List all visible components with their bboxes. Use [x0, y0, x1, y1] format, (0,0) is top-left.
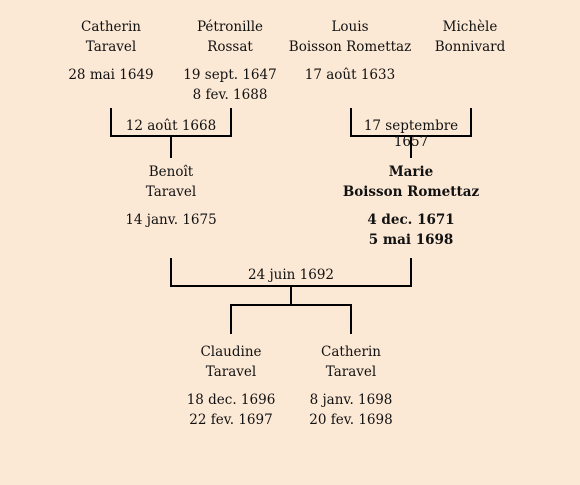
person-first-name: Pétronille: [196, 19, 264, 35]
person-dates: 4 dec. 1671 5 mai 1698: [331, 210, 491, 250]
person-louis-boisson-romettaz: Louis Boisson Romettaz 17 août 1633: [270, 17, 430, 85]
person-last-name: Rossat: [207, 39, 253, 55]
person-birth-date: 8 janv. 1698: [309, 392, 393, 408]
person-first-name: Catherin: [321, 344, 381, 360]
person-birth-date: 28 mai 1649: [68, 67, 154, 83]
person-marie-boisson-romettaz: Marie Boisson Romettaz 4 dec. 1671 5 mai…: [331, 162, 491, 250]
person-petronille-rossat: Pétronille Rossat 19 sept. 1647 8 fev. 1…: [150, 17, 310, 105]
person-dates: 28 mai 1649: [31, 65, 191, 85]
person-benoit-taravel: Benoît Taravel 14 janv. 1675: [91, 162, 251, 230]
person-birth-date: 4 dec. 1671: [367, 212, 455, 228]
marriage-date-maternal: 17 septembre 1657: [363, 118, 459, 150]
person-catherin-taravel-grandfather: Catherin Taravel 28 mai 1649: [31, 17, 191, 85]
person-first-name: Louis: [331, 19, 369, 35]
person-first-name: Marie: [388, 164, 434, 180]
person-death-date: 22 fev. 1697: [189, 412, 273, 428]
person-birth-date: 19 sept. 1647: [183, 67, 277, 83]
person-last-name: Taravel: [145, 184, 197, 200]
person-last-name: Taravel: [85, 39, 137, 55]
person-claudine-taravel: Claudine Taravel 18 dec. 1696 22 fev. 16…: [151, 342, 311, 430]
person-dates: 18 dec. 1696 22 fev. 1697: [151, 390, 311, 430]
person-first-name: Catherin: [81, 19, 141, 35]
person-death-date: 5 mai 1698: [368, 232, 454, 248]
person-dates: 19 sept. 1647 8 fev. 1688: [150, 65, 310, 105]
person-last-name: Boisson Romettaz: [342, 184, 480, 200]
marriage-date-parents: 24 juin 1692: [247, 267, 334, 283]
person-last-name: Taravel: [205, 364, 257, 380]
person-death-date: 20 fev. 1698: [309, 412, 393, 428]
person-dates: 8 janv. 1698 20 fev. 1698: [271, 390, 431, 430]
marriage-date-paternal: 12 août 1668: [125, 118, 217, 134]
person-catherin-taravel-child: Catherin Taravel 8 janv. 1698 20 fev. 16…: [271, 342, 431, 430]
person-last-name: Boisson Romettaz: [288, 39, 412, 55]
person-first-name: Michèle: [442, 19, 498, 35]
person-first-name: Benoît: [148, 164, 194, 180]
person-first-name: Claudine: [200, 344, 262, 360]
person-michele-bonnivard: Michèle Bonnivard: [390, 17, 550, 57]
person-birth-date: 14 janv. 1675: [125, 212, 217, 228]
person-last-name: Taravel: [325, 364, 377, 380]
person-dates: 17 août 1633: [270, 65, 430, 85]
person-last-name: Bonnivard: [434, 39, 506, 55]
person-death-date: 8 fev. 1688: [192, 87, 268, 103]
person-birth-date: 17 août 1633: [304, 67, 396, 83]
person-dates: 14 janv. 1675: [91, 210, 251, 230]
person-birth-date: 18 dec. 1696: [186, 392, 276, 408]
